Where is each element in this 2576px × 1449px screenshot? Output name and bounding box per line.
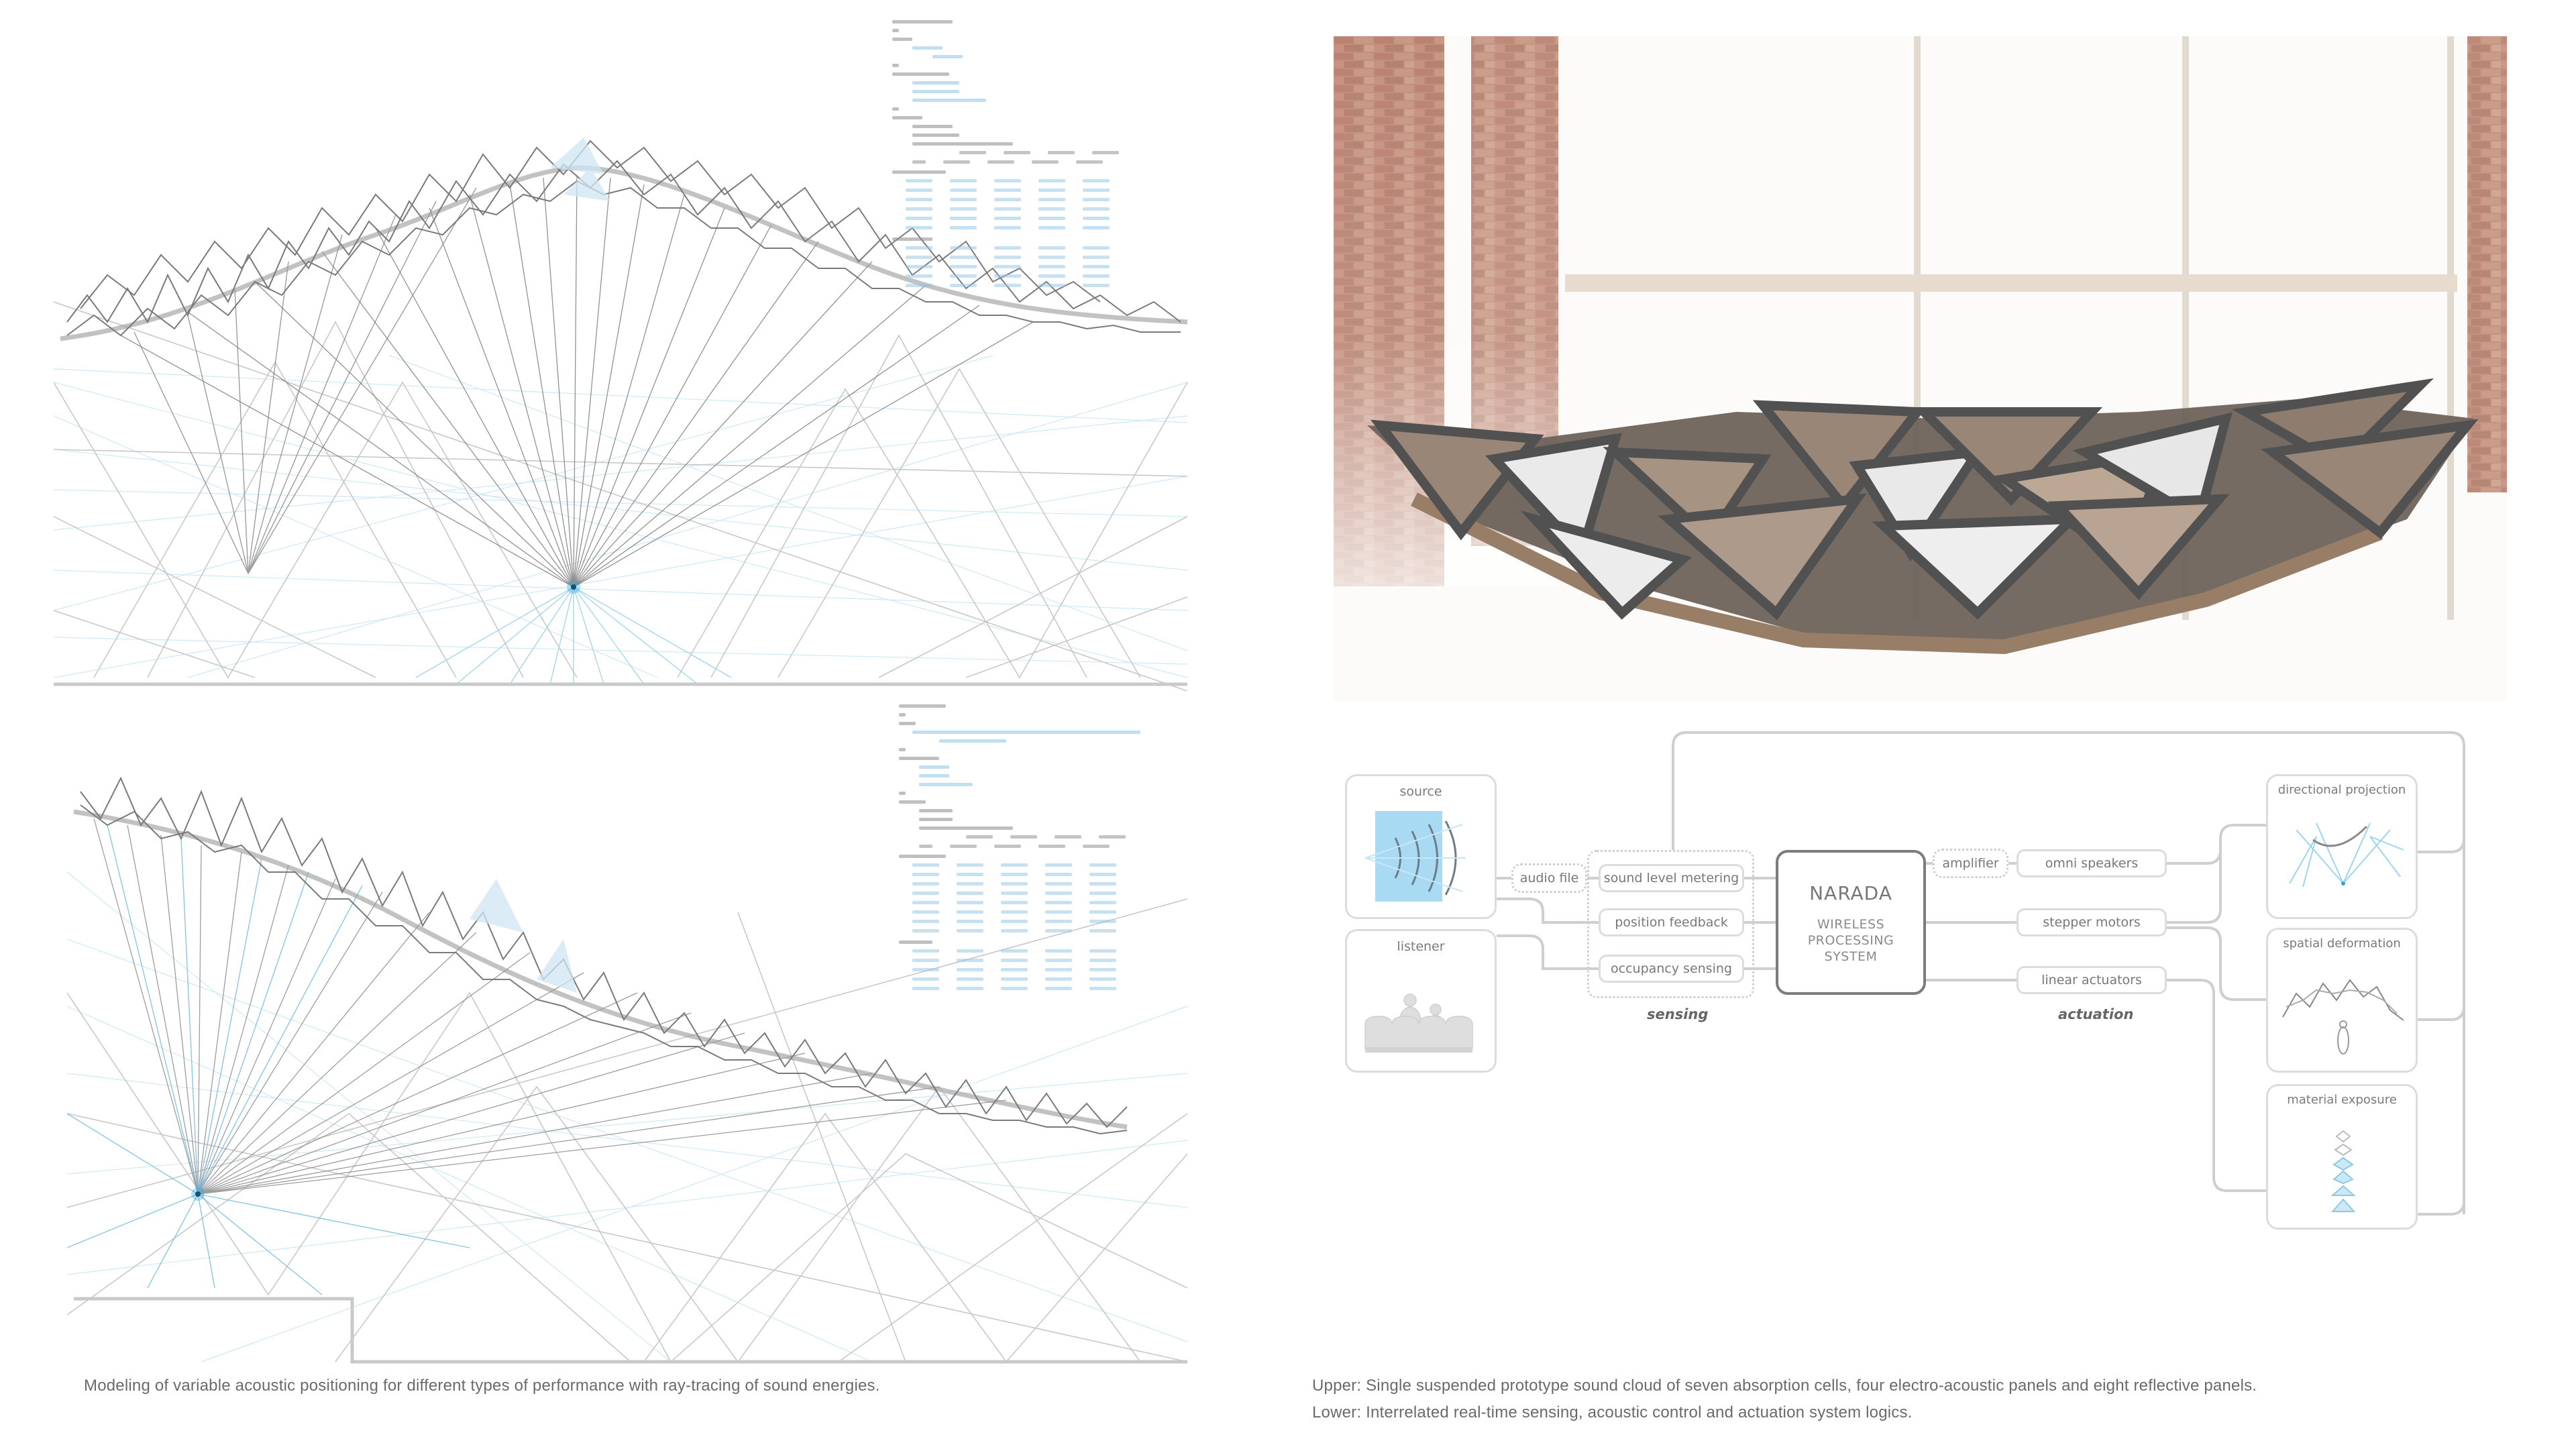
narada-subtitle-line-1: WIRELESS bbox=[1817, 917, 1885, 932]
omni-speakers-node: omni speakers bbox=[2017, 849, 2167, 877]
ray-trace-lower-annotation bbox=[899, 704, 1140, 996]
material-exposure-label: material exposure bbox=[2287, 1093, 2397, 1107]
occupancy-sensing-node: occupancy sensing bbox=[1599, 955, 1744, 983]
audio-file-node: audio file bbox=[1511, 863, 1587, 893]
ray-trace-lower-drawing bbox=[66, 776, 1188, 1364]
source-label: source bbox=[1399, 784, 1442, 799]
sound-level-metering-node: sound level metering bbox=[1599, 864, 1744, 892]
right-caption-lower: Lower: Interrelated real-time sensing, a… bbox=[1312, 1403, 1913, 1421]
ray-trace-upper-annotation bbox=[892, 20, 1120, 293]
audio-file-label: audio file bbox=[1519, 871, 1579, 885]
position-feedback-node: position feedback bbox=[1599, 908, 1744, 936]
spatial-deformation-box: spatial deformation bbox=[2266, 928, 2418, 1073]
sensing-group bbox=[1587, 850, 1754, 998]
audience-icon bbox=[1364, 994, 1473, 1053]
ray-trace-upper-drawing bbox=[53, 138, 1188, 692]
stepper-motors-node: stepper motors bbox=[2017, 908, 2167, 936]
sensing-group-label: sensing bbox=[1647, 1006, 1709, 1022]
directional-projection-icon bbox=[2289, 822, 2404, 888]
spatial-deformation-label: spatial deformation bbox=[2283, 936, 2401, 951]
ray-trace-upper-panel bbox=[53, 101, 1194, 692]
narada-subtitle-line-3: SYSTEM bbox=[1824, 949, 1878, 964]
prototype-photo-illustration bbox=[1334, 36, 2507, 702]
ray-trace-lower-panel bbox=[66, 738, 1194, 1375]
listener-box: listener bbox=[1345, 929, 1497, 1073]
narada-subtitle-line-2: PROCESSING bbox=[1807, 933, 1894, 948]
spatial-deformation-icon bbox=[2282, 979, 2404, 1055]
material-exposure-box: material exposure bbox=[2266, 1084, 2418, 1230]
directional-projection-box: directional projection bbox=[2266, 774, 2418, 919]
narada-processor-box: NARADA WIRELESS PROCESSING SYSTEM bbox=[1776, 850, 1926, 995]
narada-title: NARADA bbox=[1809, 882, 1892, 904]
linear-actuators-node: linear actuators bbox=[2017, 966, 2167, 994]
right-caption-upper: Upper: Single suspended prototype sound … bbox=[1312, 1377, 2257, 1395]
actuation-group-label: actuation bbox=[2058, 1006, 2134, 1022]
directional-projection-label: directional projection bbox=[2277, 783, 2406, 797]
material-exposure-icon bbox=[2330, 1130, 2356, 1212]
sound-wave-icon bbox=[1364, 811, 1466, 902]
amplifier-label: amplifier bbox=[1942, 856, 1999, 871]
left-caption: Modeling of variable acoustic positionin… bbox=[84, 1377, 880, 1395]
source-box: source bbox=[1345, 774, 1497, 919]
prototype-photo bbox=[1334, 36, 2507, 702]
listener-label: listener bbox=[1397, 939, 1445, 954]
amplifier-node: amplifier bbox=[1933, 849, 2008, 878]
